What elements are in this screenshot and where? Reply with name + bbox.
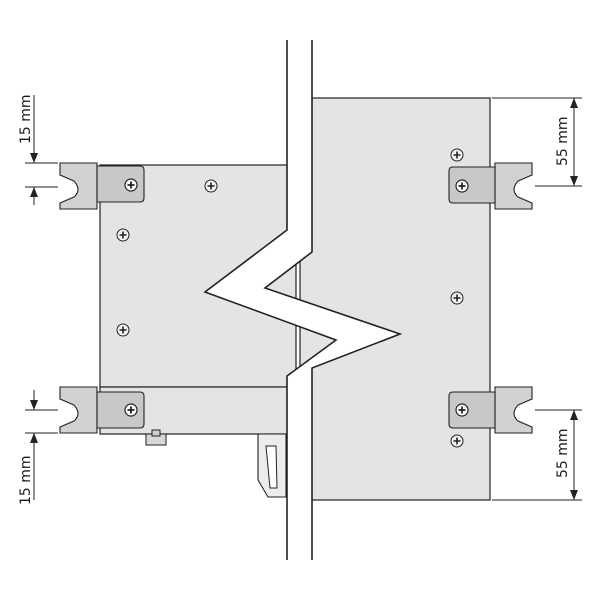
bracket-left-top: [59, 162, 145, 210]
dimension-right-top: 55 mm: [492, 97, 582, 187]
screw-icon: [116, 323, 130, 337]
screw-icon: [204, 179, 218, 193]
screw-icon: [450, 434, 464, 448]
bracket-left-bottom: [59, 386, 145, 434]
dimension-label: 15 mm: [18, 455, 34, 505]
dimension-label: 55 mm: [555, 428, 571, 478]
bracket-right-bottom: [448, 386, 533, 434]
dimension-label: 55 mm: [555, 116, 571, 166]
wall-break: [203, 40, 403, 560]
dimension-right-bottom: 55 mm: [492, 409, 582, 501]
screw-icon: [450, 148, 464, 162]
bracket-right-top: [448, 162, 533, 210]
screw-icon: [124, 178, 138, 192]
screw-icon: [124, 403, 138, 417]
dimension-left-top: 15 mm: [18, 94, 58, 205]
screw-icon: [116, 228, 130, 242]
screw-icon: [450, 291, 464, 305]
screw-icon: [455, 179, 469, 193]
dimension-left-bottom: 15 mm: [18, 390, 58, 505]
latch-handle: [257, 433, 287, 498]
screw-icon: [455, 403, 469, 417]
dimension-label: 15 mm: [18, 94, 34, 144]
